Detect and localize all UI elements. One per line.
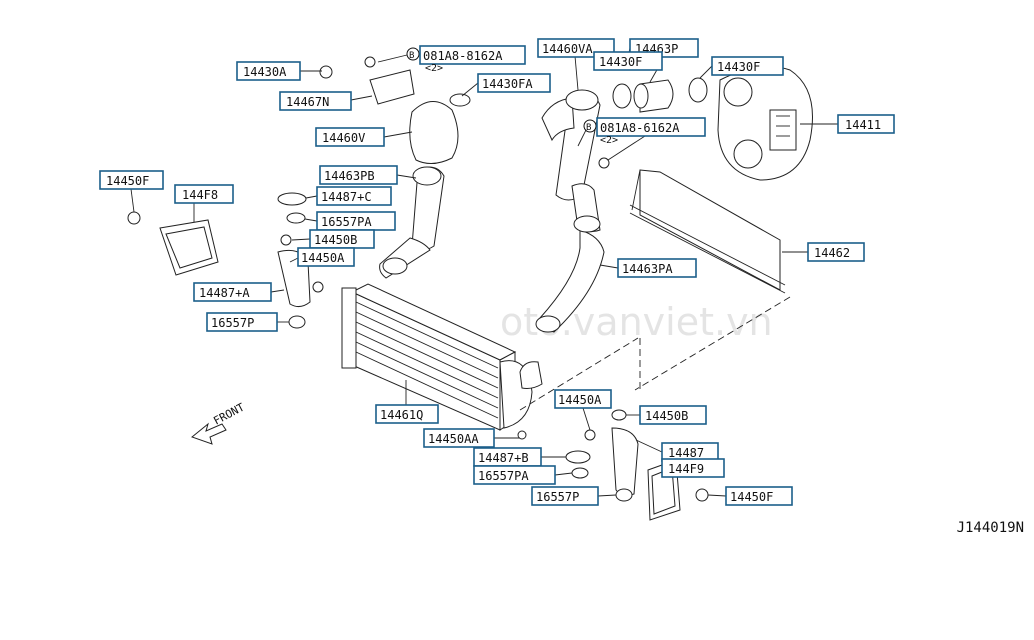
intake-hose-left: [379, 101, 459, 279]
label-14487-plus-A: 14487+A: [193, 282, 272, 302]
label-14430F-right: 14430F: [711, 56, 784, 76]
label-14450A-bottom: 14450A: [554, 389, 612, 409]
svg-text:14430FA: 14430FA: [482, 77, 533, 91]
svg-text:FRONT: FRONT: [211, 400, 247, 427]
drawing-code: J144019N: [956, 520, 1024, 536]
label-144F9: 144F9: [661, 458, 725, 478]
front-direction-indicator: FRONT: [190, 400, 247, 445]
label-081A8-6162A: B 081A8-6162A <2>: [583, 117, 706, 146]
svg-text:14467N: 14467N: [286, 95, 329, 109]
label-16557PA-top: 16557PA: [316, 211, 396, 231]
svg-text:14411: 14411: [845, 118, 881, 132]
label-14487-plus-B: 14487+B: [473, 447, 542, 467]
label-14411: 14411: [837, 114, 895, 134]
front-arrow-icon: [190, 422, 227, 445]
label-16557P-left: 16557P: [206, 312, 278, 332]
label-14461Q: 14461Q: [375, 404, 439, 424]
svg-text:14460VA: 14460VA: [542, 42, 593, 56]
svg-text:14462: 14462: [814, 246, 850, 260]
dashed-guide-2: [519, 337, 639, 411]
svg-text:14487: 14487: [668, 446, 704, 460]
label-081A8-8162A: B 081A8-8162A <2>: [406, 45, 526, 74]
label-144F8: 144F8: [174, 184, 234, 204]
label-14463PB: 14463PB: [319, 165, 398, 185]
svg-text:16557P: 16557P: [536, 490, 579, 504]
label-14467N: 14467N: [279, 91, 352, 111]
bolts: [319, 56, 610, 169]
label-14430F-top: 14430F: [593, 51, 663, 71]
label-14450F-right: 14450F: [725, 486, 793, 506]
svg-text:<2>: <2>: [600, 135, 618, 146]
label-14462: 14462: [807, 242, 865, 262]
svg-text:14450AA: 14450AA: [428, 432, 479, 446]
svg-text:16557PA: 16557PA: [321, 215, 372, 229]
svg-text:14460V: 14460V: [322, 131, 365, 145]
svg-text:14450A: 14450A: [301, 251, 345, 265]
svg-text:14463PA: 14463PA: [622, 262, 673, 276]
label-14430A: 14430A: [236, 61, 301, 81]
svg-text:16557P: 16557P: [211, 316, 254, 330]
label-14450A-top: 14450A: [297, 247, 355, 267]
label-14450F-left: 14450F: [99, 170, 164, 190]
label-14460V: 14460V: [315, 127, 385, 147]
svg-text:B: B: [409, 51, 414, 61]
svg-text:081A8-8162A: 081A8-8162A: [423, 49, 503, 63]
svg-text:B: B: [586, 123, 591, 133]
svg-text:14430F: 14430F: [717, 60, 760, 74]
svg-text:14487+C: 14487+C: [321, 190, 372, 204]
dashed-guide-1: [634, 296, 791, 391]
intercooler-core: [341, 283, 543, 431]
label-14450AA: 14450AA: [423, 428, 495, 448]
label-14450B-top: 14450B: [309, 229, 375, 249]
svg-text:14463PB: 14463PB: [324, 169, 375, 183]
label-14487: 14487: [661, 442, 719, 462]
svg-text:14461Q: 14461Q: [380, 408, 423, 422]
svg-text:14450A: 14450A: [558, 393, 602, 407]
svg-text:14450B: 14450B: [645, 409, 688, 423]
clamps-and-pipe: [449, 77, 708, 113]
svg-text:<2>: <2>: [425, 63, 443, 74]
label-14463PA: 14463PA: [617, 258, 697, 278]
svg-text:14487+B: 14487+B: [478, 451, 529, 465]
svg-text:081A8-6162A: 081A8-6162A: [600, 121, 680, 135]
filter-plate-left: [127, 211, 219, 276]
svg-text:14430F: 14430F: [599, 55, 642, 69]
intake-hose-right: [535, 89, 605, 333]
label-14450B-bottom: 14450B: [639, 405, 707, 425]
turbocharger: [717, 66, 813, 181]
svg-text:14430A: 14430A: [243, 65, 287, 79]
label-14487-plus-C: 14487+C: [316, 186, 392, 206]
label-16557PA-bottom: 16557PA: [473, 465, 556, 485]
svg-text:14450B: 14450B: [314, 233, 357, 247]
air-guide-shroud: [629, 169, 786, 294]
svg-text:144F8: 144F8: [182, 188, 218, 202]
svg-text:144F9: 144F9: [668, 462, 704, 476]
label-14430FA: 14430FA: [477, 73, 551, 93]
svg-text:14450F: 14450F: [730, 490, 773, 504]
label-16557P-bottom: 16557P: [531, 486, 599, 506]
svg-text:14487+A: 14487+A: [199, 286, 250, 300]
svg-text:16557PA: 16557PA: [478, 469, 529, 483]
svg-text:14450F: 14450F: [106, 174, 149, 188]
